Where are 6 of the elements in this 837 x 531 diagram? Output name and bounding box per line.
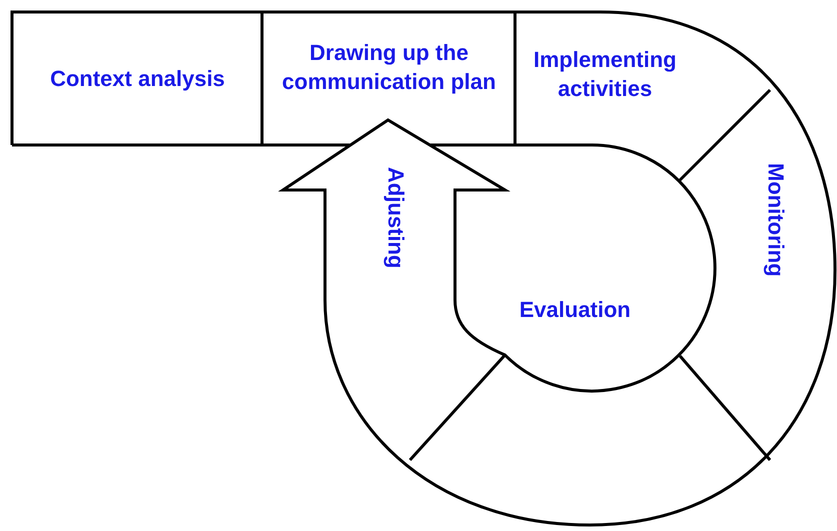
step-label: Adjusting [382,166,410,268]
step-label: Implementing activities [532,46,678,103]
step-label: Drawing up the communication plan [281,38,497,96]
step-label: Evaluation [519,296,631,324]
step-label: Context analysis [50,64,225,93]
step-label: Monitoring [762,163,790,277]
